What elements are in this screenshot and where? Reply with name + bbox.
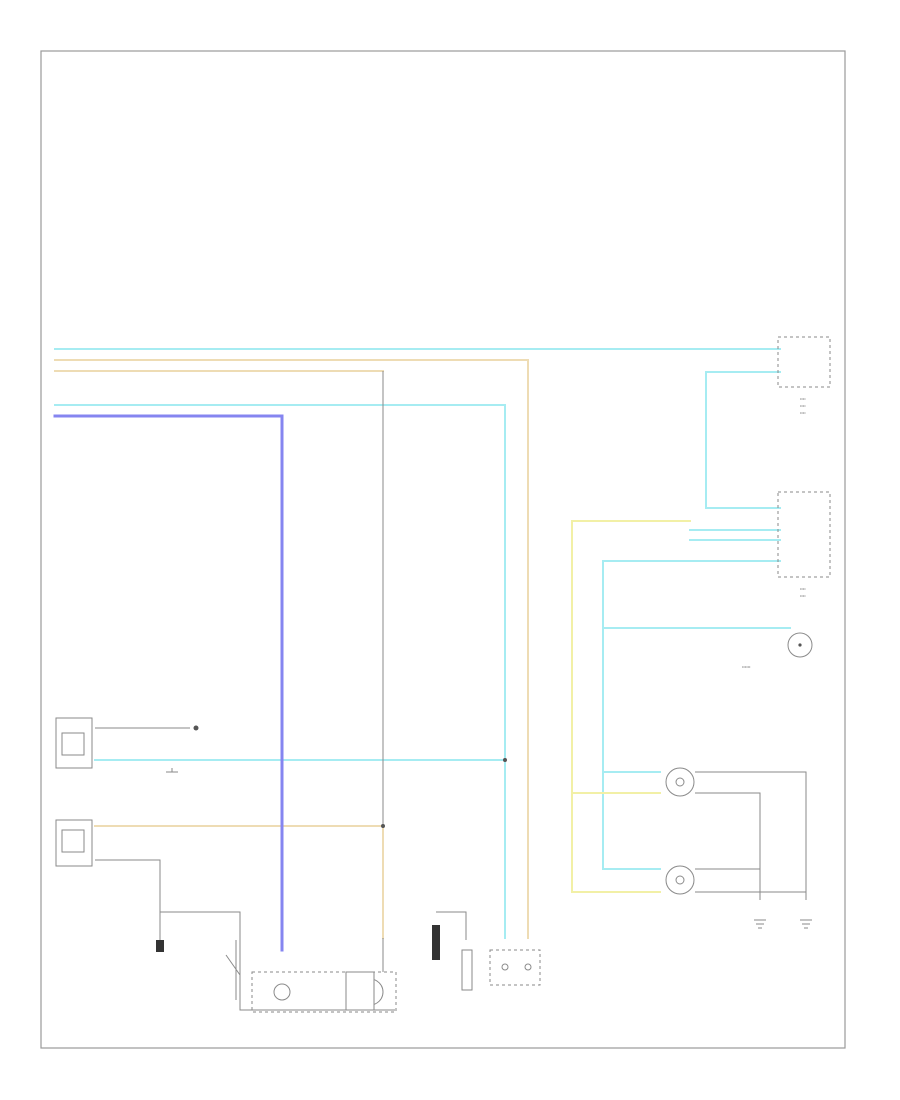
diagram-frame	[40, 50, 846, 1049]
wire-group-light-blue	[54, 348, 791, 939]
wire-group-gray-right	[695, 771, 807, 900]
component-left-door-sensor	[55, 717, 190, 769]
svg-text:••••: ••••	[800, 593, 806, 598]
svg-text:••••: ••••	[800, 586, 806, 591]
wire-tan-right-door	[94, 825, 384, 939]
component-right-door-sensor	[55, 819, 395, 1011]
ground-icon	[166, 768, 178, 773]
connector-icon	[381, 824, 385, 828]
wire-yellow-bus	[571, 520, 691, 893]
component-bottom-lamp-switch	[489, 949, 541, 986]
component-top-right-unit: •••• •••• ••••	[777, 336, 831, 415]
component-center-ground	[432, 911, 467, 960]
svg-text:••••: ••••	[800, 396, 806, 401]
wire-light-blue-lamp-bus	[602, 560, 781, 870]
component-left-ground	[156, 940, 164, 952]
wire-blue	[53, 414, 284, 952]
component-left-rear-lamp	[665, 767, 695, 797]
wire-group-tan	[54, 359, 529, 939]
component-door-switch-right: ••••••	[742, 632, 813, 669]
wire-light-blue-right-vertical	[705, 371, 781, 509]
component-switch-bottom-left	[225, 940, 241, 1000]
connector-icon	[503, 758, 507, 762]
connector-icon	[193, 725, 199, 731]
wire-group-yellow	[571, 520, 691, 893]
wire-light-blue-mid	[54, 404, 506, 939]
wire-tan-upper	[54, 359, 529, 939]
component-bottom-relay	[251, 971, 397, 1013]
component-right-rear-lamp	[665, 865, 695, 895]
component-right-sensor-unit: •••• ••••	[777, 491, 831, 598]
ground-icon	[754, 919, 812, 929]
svg-text:••••••: ••••••	[742, 664, 751, 669]
svg-text:••••: ••••	[800, 403, 806, 408]
component-resistor-bottom	[461, 949, 473, 991]
svg-text:••••: ••••	[800, 410, 806, 415]
